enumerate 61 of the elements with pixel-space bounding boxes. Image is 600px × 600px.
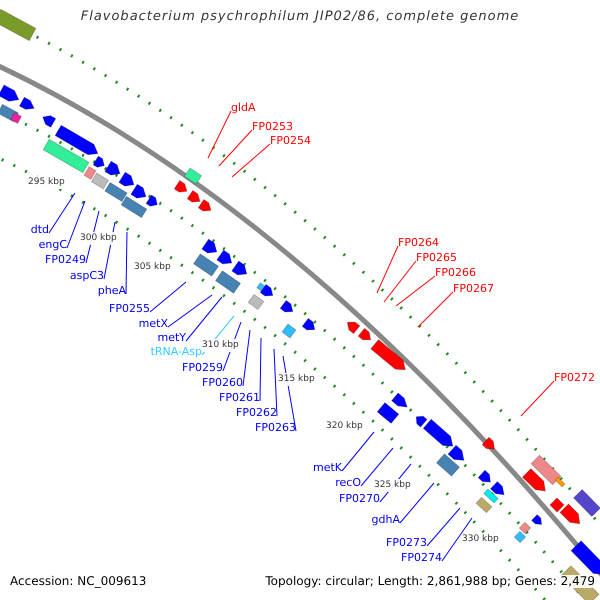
gene-label: FP0263	[255, 421, 296, 434]
gene-label: FP0265	[416, 251, 457, 264]
gene-label: FP0260	[202, 376, 243, 389]
position-tick-label: 330 kbp	[462, 533, 499, 546]
position-tick-label: 315 kbp	[278, 373, 315, 386]
gene-label: recO	[335, 476, 361, 489]
gene-label: FP0262	[236, 406, 277, 419]
leader-line	[242, 330, 250, 386]
gene-label: engC	[38, 238, 67, 251]
leader-line	[232, 144, 270, 178]
gene-label: FP0259	[182, 361, 223, 374]
position-tick-label: 325 kbp	[374, 479, 411, 492]
leader-line	[218, 130, 252, 166]
leader-line	[400, 482, 434, 524]
gene-label: FP0273	[386, 536, 427, 549]
leader-line	[274, 348, 278, 416]
gene-label: FP0272	[554, 371, 595, 384]
leader-line	[260, 338, 262, 402]
leader-line	[66, 200, 86, 248]
leader-line	[520, 380, 554, 416]
gene-label: FP0264	[398, 236, 439, 249]
gene-label: metY	[157, 331, 186, 344]
leader-line	[168, 294, 212, 328]
map-title: Flavobacterium psychrophilum JIP02/86, complete genome	[80, 10, 520, 23]
leader-line	[442, 518, 472, 562]
genome-info: Topology: circular; Length: 2,861,988 bp; Genes: 2,479	[265, 575, 595, 588]
gene-label: FP0254	[270, 134, 311, 147]
position-tick-label: 295 kbp	[28, 176, 65, 189]
gene-label: FP0249	[45, 253, 86, 266]
gene-label: gldA	[231, 101, 256, 114]
gene-label: FP0270	[339, 492, 380, 505]
position-tick-label: 320 kbp	[326, 420, 363, 433]
leader-line	[48, 192, 76, 234]
position-tick-label: 300 kbp	[80, 232, 117, 245]
leader-line	[150, 282, 186, 312]
leader-line	[384, 260, 416, 302]
leader-line	[418, 292, 454, 328]
gene-label: FP0266	[435, 266, 476, 279]
leader-line	[126, 232, 128, 294]
leader-line	[376, 246, 398, 294]
leader-line	[208, 110, 232, 158]
leader-line	[342, 432, 374, 472]
leader-line	[186, 296, 222, 342]
gene-label: metX	[138, 317, 168, 330]
leader-line	[426, 508, 460, 546]
genome-info: Accession: NC_009613	[10, 575, 146, 588]
leader-line	[360, 448, 394, 486]
leader-line	[396, 276, 436, 306]
position-tick-label: 310 kbp	[202, 339, 239, 352]
gene-label: FP0261	[219, 391, 260, 404]
gene-label: FP0267	[453, 282, 494, 295]
gene-label: tRNA-Asp	[150, 345, 202, 358]
gene-label: FP0255	[109, 302, 150, 315]
gene-label: FP0253	[252, 120, 293, 133]
gene-label: gdhA	[372, 513, 400, 526]
gene-label: metK	[312, 461, 342, 474]
gene-label: pheA	[98, 284, 126, 297]
position-tick-label: 305 kbp	[134, 261, 171, 274]
gene-label: dtd	[30, 223, 49, 236]
gene-label: aspC3	[70, 269, 104, 282]
gene-label: FP0274	[401, 551, 442, 564]
